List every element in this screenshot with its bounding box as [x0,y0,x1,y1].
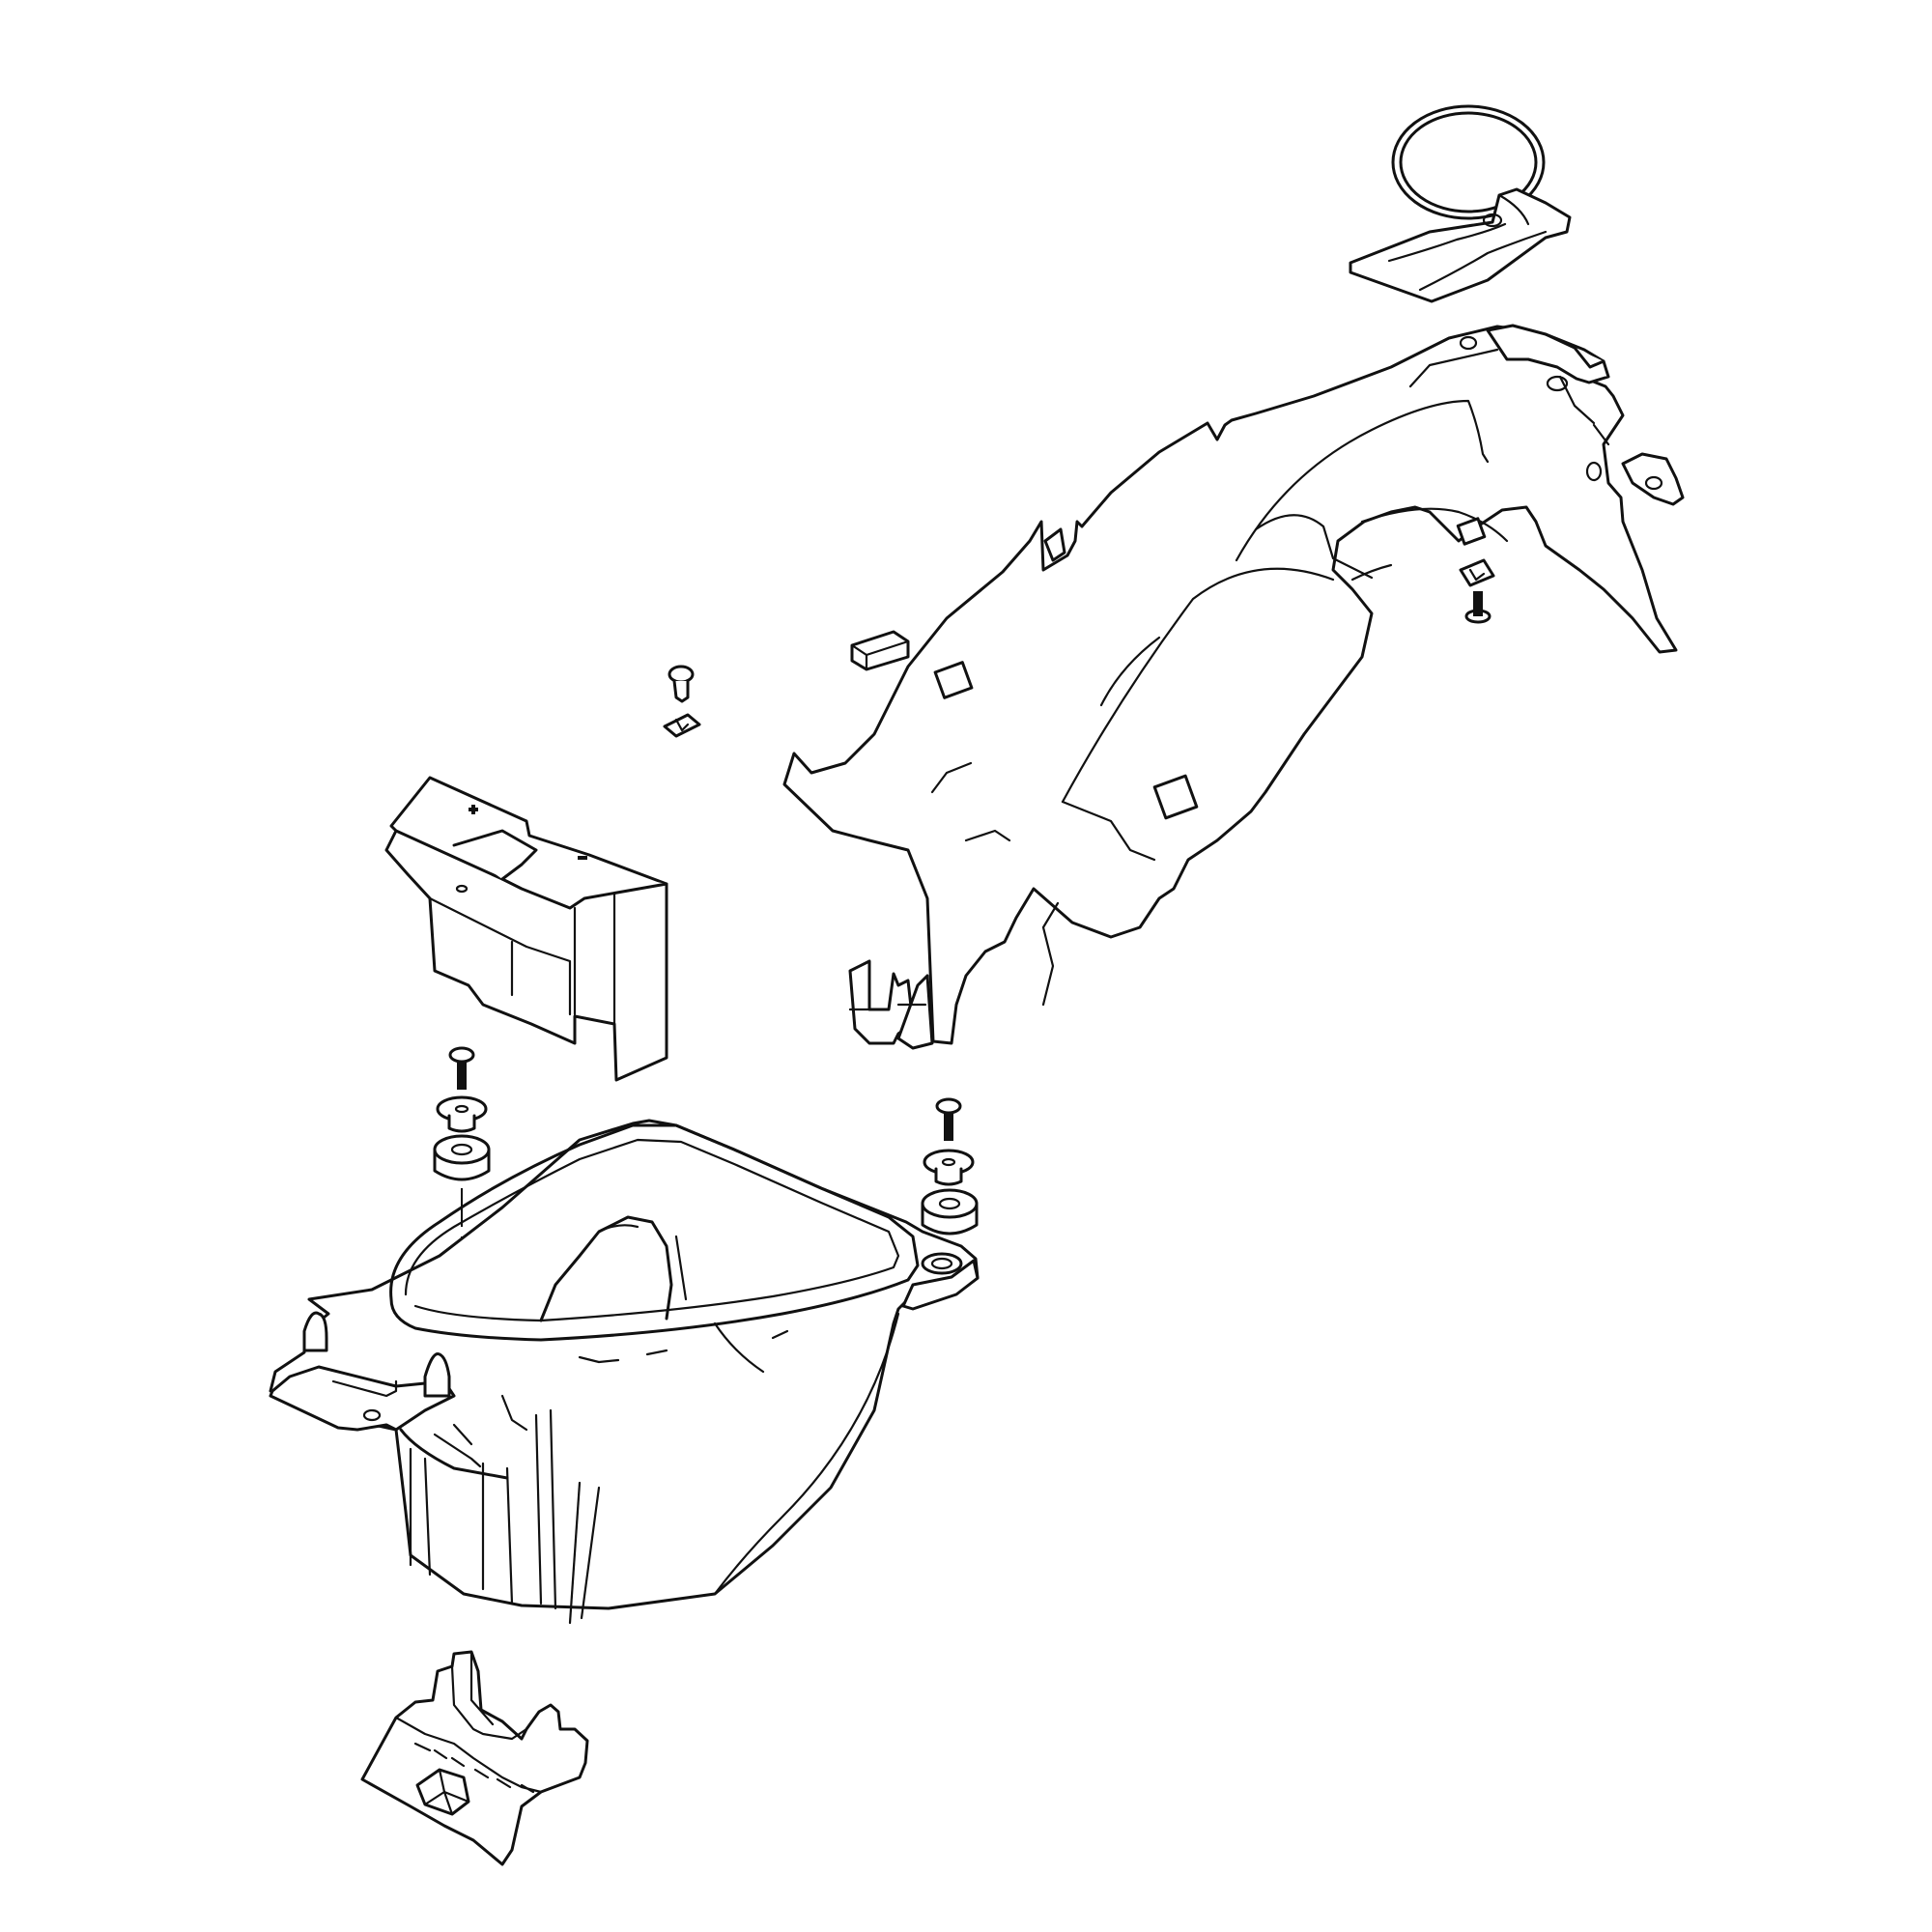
rubber-grommet [433,1134,491,1181]
mud-flap [360,1650,589,1866]
bolt [448,1046,475,1090]
screw [1464,591,1492,624]
washer [923,1149,975,1186]
rubber-block [850,630,910,671]
clip-nut [663,713,701,738]
top-cover-plate [1349,187,1572,303]
push-rivet [668,665,695,703]
o-ring [1391,104,1546,220]
rubber-grommet [921,1188,979,1236]
heat-shield-bracket [384,776,668,1082]
rear-fender [782,324,1685,1050]
bolt [935,1097,962,1141]
washer [436,1095,488,1133]
clip-nut [1459,558,1495,587]
helmet-box [269,1119,980,1625]
